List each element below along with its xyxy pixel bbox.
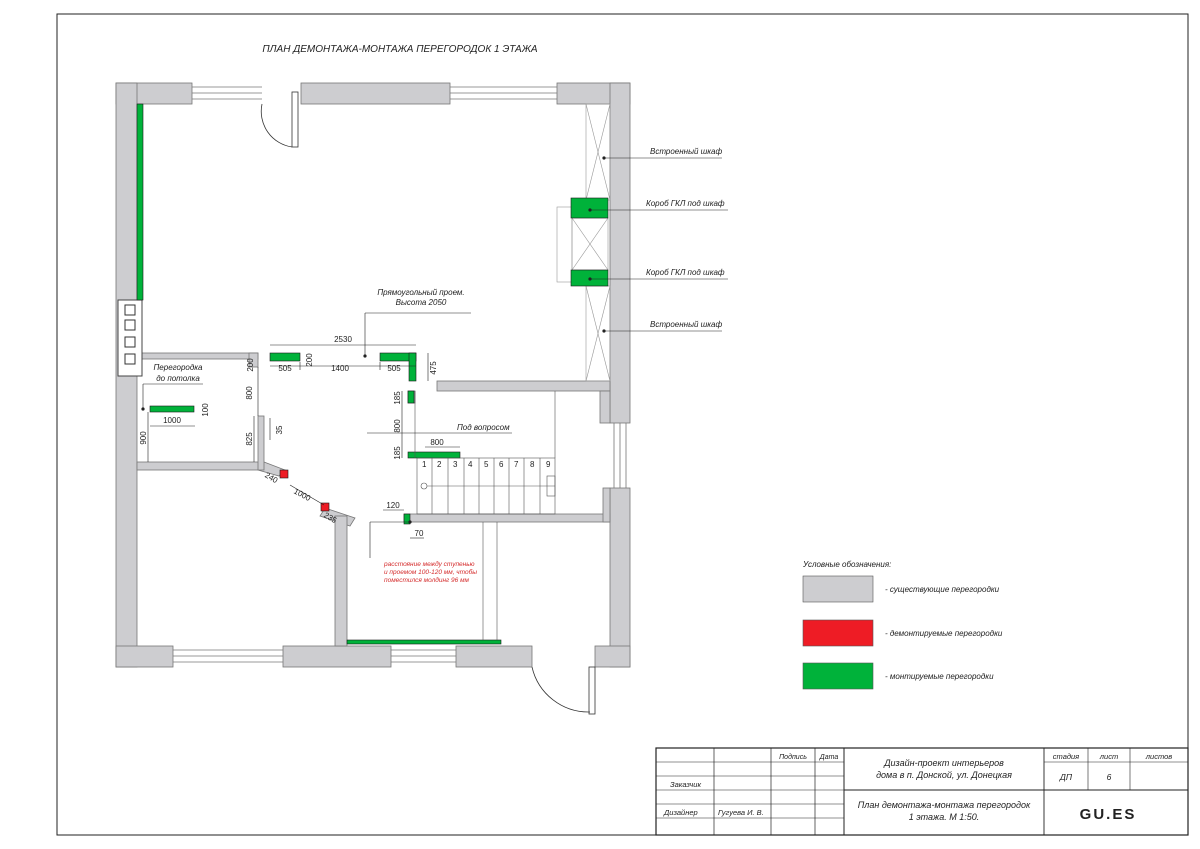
svg-text:поместился молдинг 96 мм: поместился молдинг 96 мм: [384, 576, 470, 584]
tb-podpis: Подпись: [779, 753, 807, 761]
staircase: [414, 391, 556, 640]
svg-text:1400: 1400: [331, 364, 349, 373]
svg-text:35: 35: [275, 425, 284, 434]
mounted-walls: [136, 103, 609, 645]
svg-text:185: 185: [393, 391, 402, 405]
tb-project-line2: дома в п. Донской, ул. Донецкая: [876, 770, 1012, 780]
svg-text:800: 800: [393, 419, 402, 433]
svg-text:и проемом 100-120 мм, чтобы: и проемом 100-120 мм, чтобы: [384, 568, 477, 576]
legend-swatch-demolished: [802, 619, 874, 647]
svg-text:- демонтируемые перегородки: - демонтируемые перегородки: [885, 629, 1003, 638]
svg-text:2: 2: [437, 460, 442, 469]
callout-opening-line2: Высота 2050: [396, 298, 447, 307]
tb-stage: ДП: [1059, 772, 1073, 782]
svg-text:- монтируемые перегородки: - монтируемые перегородки: [885, 672, 994, 681]
svg-text:505: 505: [278, 364, 292, 373]
callout-question: Под вопросом: [457, 423, 510, 432]
tb-plan-line1: План демонтажа-монтажа перегородок: [858, 800, 1031, 810]
doors: [260, 91, 596, 715]
svg-text:70: 70: [415, 529, 424, 538]
callout-leaders: [590, 157, 728, 332]
callout-partition-line2: до потолка: [156, 374, 200, 383]
svg-text:8: 8: [530, 460, 535, 469]
svg-text:800: 800: [245, 386, 254, 400]
tb-stage-label: стадия: [1053, 752, 1079, 761]
page-title: ПЛАН ДЕМОНТАЖА-МОНТАЖА ПЕРЕГОРОДОК 1 ЭТА…: [262, 44, 537, 55]
title-block: [655, 747, 1189, 836]
svg-text:1: 1: [422, 460, 427, 469]
tb-plan-line2: 1 этажа. М 1:50.: [909, 812, 980, 822]
demolished-walls: [279, 469, 330, 512]
svg-text:1000: 1000: [163, 416, 181, 425]
svg-text:1000: 1000: [292, 487, 312, 504]
svg-text:3: 3: [453, 460, 458, 469]
callout-box-top: Короб ГКЛ под шкаф: [646, 199, 725, 208]
svg-text:475: 475: [429, 361, 438, 375]
callout-partition-line1: Перегородка: [154, 363, 204, 372]
tb-logo: GU.ES: [1080, 806, 1137, 823]
svg-text:800: 800: [430, 438, 444, 447]
svg-text:6: 6: [499, 460, 504, 469]
svg-text:9: 9: [546, 460, 551, 469]
svg-text:900: 900: [139, 431, 148, 445]
tb-sheet-label: лист: [1099, 752, 1118, 761]
windows: [173, 86, 627, 663]
svg-text:120: 120: [386, 501, 400, 510]
callout-box-bottom: Короб ГКЛ под шкаф: [646, 268, 725, 277]
svg-text:185: 185: [393, 446, 402, 460]
tb-designer-name: Гугуева И. В.: [718, 808, 764, 817]
tb-dizayner: Дизайнер: [663, 808, 698, 817]
tb-data: Дата: [819, 754, 839, 761]
note: расстояние между ступенью и проемом 100-…: [383, 560, 477, 584]
legend-swatch-existing: [802, 575, 874, 603]
svg-text:5: 5: [484, 460, 489, 469]
callout-wardrobe-bottom: Встроенный шкаф: [650, 320, 722, 329]
legend: Условные обозначения: - существующие пер…: [802, 560, 1003, 690]
svg-text:2530: 2530: [334, 335, 352, 344]
stair-numbers: 1 2 3 4 5 6 7 8 9: [422, 460, 551, 469]
callout-opening-line1: Прямоугольный проем.: [377, 288, 464, 297]
svg-text:4: 4: [468, 460, 473, 469]
svg-text:200: 200: [246, 358, 255, 372]
tb-sheets-label: листов: [1145, 752, 1172, 761]
tb-project-line1: Дизайн-проект интерьеров: [883, 758, 1004, 768]
callout-wardrobe-top: Встроенный шкаф: [650, 147, 722, 156]
callout-dots: [141, 156, 606, 524]
svg-text:Условные обозначения:: Условные обозначения:: [802, 560, 891, 569]
dimension-labels: 2530 505 1400 505 200 200 475 800 825 35…: [139, 335, 444, 538]
svg-text:- существующие перегородки: - существующие перегородки: [885, 585, 1000, 594]
svg-text:825: 825: [245, 432, 254, 446]
tb-sheet: 6: [1107, 772, 1112, 782]
tb-zakazchik: Заказчик: [670, 780, 701, 789]
vent-blocks: [117, 299, 143, 377]
svg-text:100: 100: [201, 403, 210, 417]
svg-text:200: 200: [305, 353, 314, 367]
legend-swatch-mounted: [802, 662, 874, 690]
svg-text:505: 505: [387, 364, 401, 373]
sheet-frame: [56, 13, 1189, 836]
svg-text:7: 7: [514, 460, 519, 469]
svg-text:расстояние между ступенью: расстояние между ступенью: [383, 560, 475, 568]
dimension-lines: [142, 312, 512, 558]
built-in-wardrobe: [556, 103, 611, 382]
